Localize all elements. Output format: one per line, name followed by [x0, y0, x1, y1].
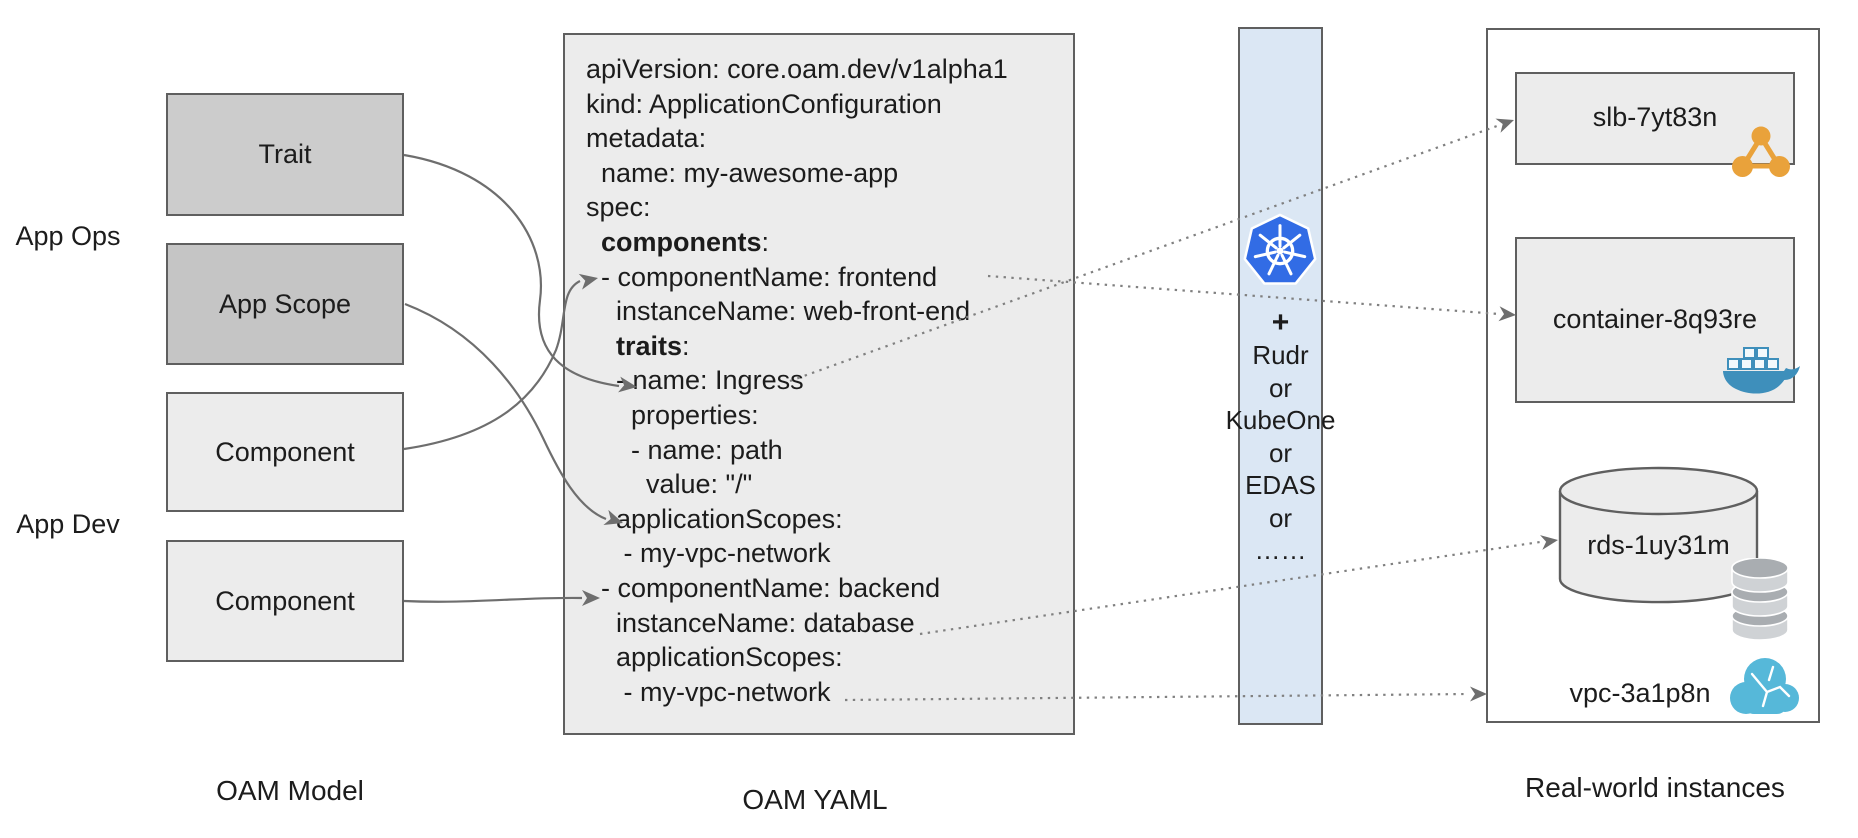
component-box-1: Component: [166, 392, 404, 512]
component-box-1-label: Component: [215, 436, 355, 467]
yaml-line: metadata:: [586, 123, 707, 154]
vpc-arrowhead: [1470, 686, 1487, 702]
yaml-line: - my-vpc-network: [586, 538, 831, 569]
app-dev-label: App Dev: [16, 509, 120, 539]
yaml-line: applicationScopes:: [586, 503, 843, 534]
yaml-line: - componentName: backend: [586, 572, 941, 603]
yaml-line: - componentName: frontend: [586, 261, 938, 292]
runtime-item: or: [1268, 372, 1293, 403]
yaml-line: spec:: [586, 192, 651, 223]
oam-yaml-panel: apiVersion: core.oam.dev/v1alpha1 kind: A…: [563, 33, 1075, 735]
component2-to-backend-line: [403, 596, 583, 603]
app-ops-label: App Ops: [15, 221, 121, 251]
yaml-line: apiVersion: core.oam.dev/v1alpha1: [586, 54, 1008, 84]
yaml-line: value: "/": [586, 469, 753, 500]
trait-box: Trait: [166, 93, 404, 216]
real-world-caption: Real-world instances: [1525, 772, 1785, 803]
runtime-item: EDAS: [1245, 470, 1316, 500]
cloud-icon: [1730, 658, 1799, 714]
container-instance-label: container-8q93re: [1552, 304, 1758, 334]
yaml-line: - name: Ingress: [586, 365, 804, 396]
docker-icon: [1723, 347, 1800, 394]
yaml-line: name: my-awesome-app: [586, 157, 899, 188]
component1-to-frontend-curve: [403, 280, 581, 451]
yaml-line: kind: ApplicationConfiguration: [586, 88, 942, 119]
oam-yaml-caption: OAM YAML: [742, 784, 888, 815]
database-icon: [1731, 558, 1789, 641]
trait-box-label: Trait: [258, 139, 312, 169]
runtime-item: ……: [1254, 535, 1307, 565]
yaml-line: instanceName: database: [586, 607, 915, 638]
oam-model-caption: OAM Model: [216, 775, 364, 806]
component-box-2: Component: [166, 540, 404, 662]
app-scope-box-label: App Scope: [218, 288, 352, 319]
app-scope-box: App Scope: [166, 243, 404, 365]
yaml-lines: apiVersion: core.oam.dev/v1alpha1 kind: A…: [586, 52, 1073, 709]
component-box-2-label: Component: [215, 585, 355, 616]
yaml-line: properties:: [586, 399, 759, 430]
yaml-line: instanceName: web-front-end: [586, 296, 971, 327]
rds-cylinder: [1558, 466, 1759, 604]
rds-instance-label: rds-1uy31m: [1587, 530, 1730, 560]
runtime-item: or: [1268, 437, 1293, 468]
yaml-line: - name: path: [586, 434, 783, 465]
kubernetes-icon: [1243, 213, 1317, 285]
runtime-item: or: [1268, 502, 1293, 533]
runtime-item: Rudr: [1252, 340, 1309, 370]
slb-instance-box: [1515, 72, 1795, 165]
yaml-line: components:: [601, 226, 770, 257]
runtime-item: KubeOne: [1225, 405, 1336, 435]
slb-instance-label: slb-7yt83n: [1592, 102, 1718, 132]
yaml-line: applicationScopes:: [586, 642, 843, 673]
load-balancer-icon: [1732, 126, 1790, 177]
yaml-line: traits:: [616, 330, 690, 361]
yaml-line: - my-vpc-network: [586, 676, 831, 707]
vpc-instance-label: vpc-3a1p8n: [1569, 678, 1711, 708]
runtime-plus: +: [1271, 306, 1290, 339]
